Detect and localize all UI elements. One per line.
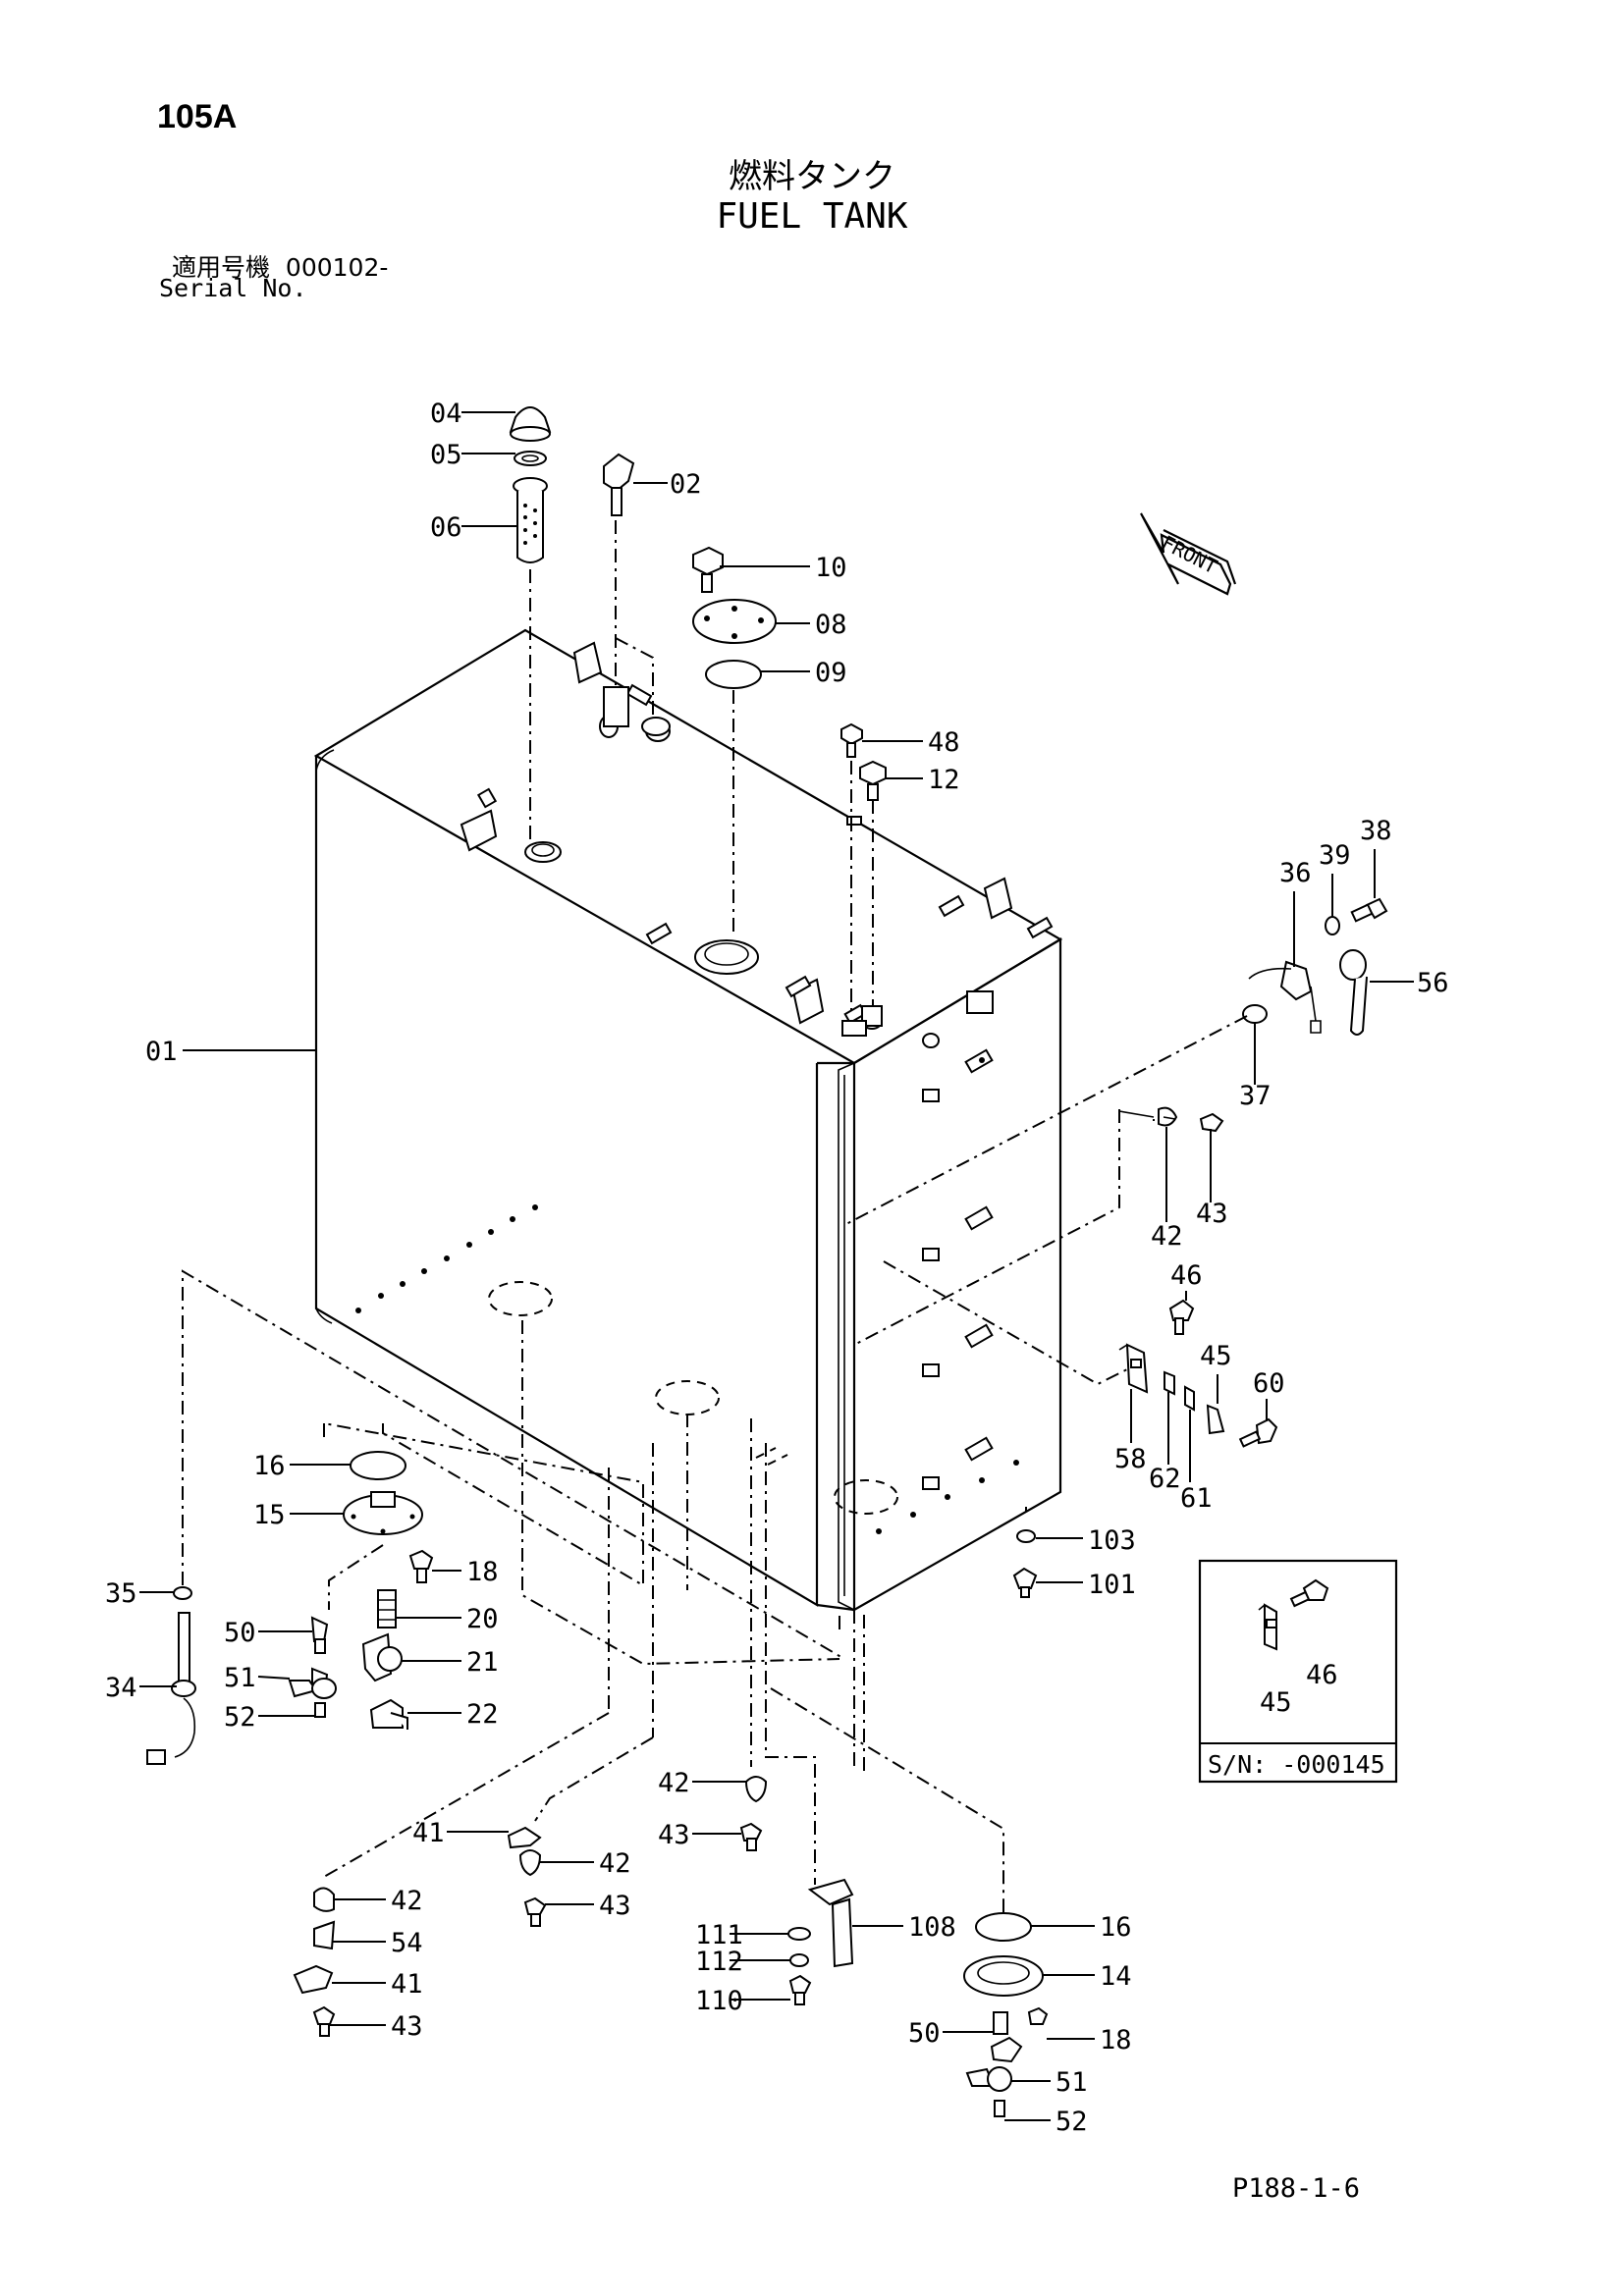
- assembly-lines-right: [843, 1015, 1248, 1512]
- gasket-09: [705, 660, 762, 689]
- serial-label-jp-text: 適用号機: [172, 253, 271, 282]
- callout-39: 39: [1319, 840, 1351, 871]
- callout-60: 60: [1253, 1368, 1285, 1399]
- bolt-12: [859, 760, 887, 801]
- front-label: FRONT: [1158, 531, 1221, 579]
- callout-61: 61: [1180, 1483, 1213, 1514]
- front-direction-arrow: FRONT: [1140, 512, 1237, 596]
- callout-54: 54: [391, 1928, 423, 1958]
- callout-12: 12: [928, 765, 960, 795]
- callout-18: 18: [1100, 2025, 1132, 2056]
- callout-103: 103: [1088, 1525, 1136, 1556]
- callout-16: 16: [1100, 1912, 1132, 1943]
- callout-56: 56: [1417, 968, 1449, 998]
- callout-08: 08: [815, 610, 847, 640]
- callout-101: 101: [1088, 1570, 1136, 1600]
- filler-cap-04: [509, 406, 552, 442]
- callout-43: 43: [658, 1820, 690, 1850]
- callout-52: 52: [1056, 2107, 1088, 2137]
- callout-51: 51: [1056, 2067, 1088, 2098]
- callout-43: 43: [1196, 1199, 1228, 1229]
- callout-52: 52: [224, 1702, 256, 1733]
- title-japanese: 燃料タンク: [729, 157, 895, 196]
- callout-58: 58: [1114, 1444, 1147, 1474]
- serial-range: 000102-: [285, 253, 389, 282]
- leader-lines: [139, 411, 1414, 2121]
- callout-45: 45: [1200, 1341, 1232, 1371]
- callout-05: 05: [430, 440, 462, 470]
- callout-38: 38: [1360, 816, 1392, 846]
- serial-label-english: Serial No.: [159, 274, 307, 302]
- bolt-48: [840, 722, 863, 758]
- callout-35: 35: [105, 1578, 137, 1609]
- gasket-05: [514, 451, 547, 466]
- cover-08: [692, 599, 777, 644]
- callout-51: 51: [224, 1663, 256, 1693]
- callout-43: 43: [599, 1891, 631, 1921]
- callout-10: 10: [815, 553, 847, 583]
- callout-42: 42: [658, 1768, 690, 1798]
- callout-50: 50: [908, 2018, 941, 2049]
- callout-21: 21: [466, 1647, 499, 1678]
- strainer-06: [513, 477, 548, 563]
- bolt-10: [692, 546, 724, 593]
- callout-41: 41: [412, 1818, 445, 1848]
- callout-42: 42: [1151, 1221, 1183, 1252]
- callout-42: 42: [599, 1848, 631, 1879]
- inset-label-45: 45: [1260, 1687, 1292, 1718]
- callout-02: 02: [670, 469, 702, 500]
- clamp-parts-middle: [293, 1776, 854, 2037]
- callout-labels: 04 05 06 02 10 08 09 48 12 39 38 36 56 01 37 43 42 46 45 60…: [105, 399, 1449, 2137]
- inset-label-46: 46: [1306, 1660, 1338, 1690]
- air-breather-02: [603, 453, 635, 516]
- callout-37: 37: [1239, 1081, 1272, 1111]
- callout-110: 110: [695, 1986, 743, 2016]
- callout-06: 06: [430, 512, 462, 543]
- page-code: 105A: [157, 98, 238, 135]
- callout-20: 20: [466, 1604, 499, 1634]
- inset-serial-text: S/N: -000145: [1208, 1750, 1385, 1779]
- callout-18: 18: [466, 1557, 499, 1587]
- drain-valve-assembly-right: [963, 1912, 1049, 2117]
- leader-line-51: [257, 1676, 291, 1680]
- callout-111: 111: [695, 1920, 743, 1950]
- callout-108: 108: [908, 1912, 956, 1943]
- title-english: FUEL TANK: [716, 196, 908, 237]
- callout-62: 62: [1149, 1464, 1181, 1494]
- callout-42: 42: [391, 1886, 423, 1916]
- callout-50: 50: [224, 1618, 256, 1648]
- callout-04: 04: [430, 399, 462, 429]
- callout-36: 36: [1279, 858, 1312, 888]
- callout-48: 48: [928, 727, 960, 758]
- callout-09: 09: [815, 658, 847, 688]
- callout-01: 01: [145, 1037, 178, 1067]
- assembly-lines-top: [529, 520, 883, 1037]
- callout-16: 16: [253, 1451, 286, 1481]
- tank-top-fittings: [355, 641, 1054, 1534]
- assembly-lines-bottom: [182, 1269, 1004, 1912]
- callout-112: 112: [695, 1947, 743, 1977]
- figure-code: P188-1-6: [1232, 2173, 1361, 2204]
- serial-label-japanese: 適用号機 000102-: [172, 248, 388, 284]
- callout-15: 15: [253, 1500, 286, 1530]
- callout-22: 22: [466, 1699, 499, 1730]
- serial-inset: 46 45 S/N: -000145: [1198, 1559, 1398, 1784]
- callout-14: 14: [1100, 1961, 1132, 1992]
- drain-valve-assembly-left: [146, 1451, 434, 1765]
- level-sensor-parts: [1012, 897, 1388, 1598]
- callout-34: 34: [105, 1673, 137, 1703]
- callout-46: 46: [1170, 1260, 1203, 1291]
- callout-41: 41: [391, 1969, 423, 2000]
- callout-43: 43: [391, 2011, 423, 2042]
